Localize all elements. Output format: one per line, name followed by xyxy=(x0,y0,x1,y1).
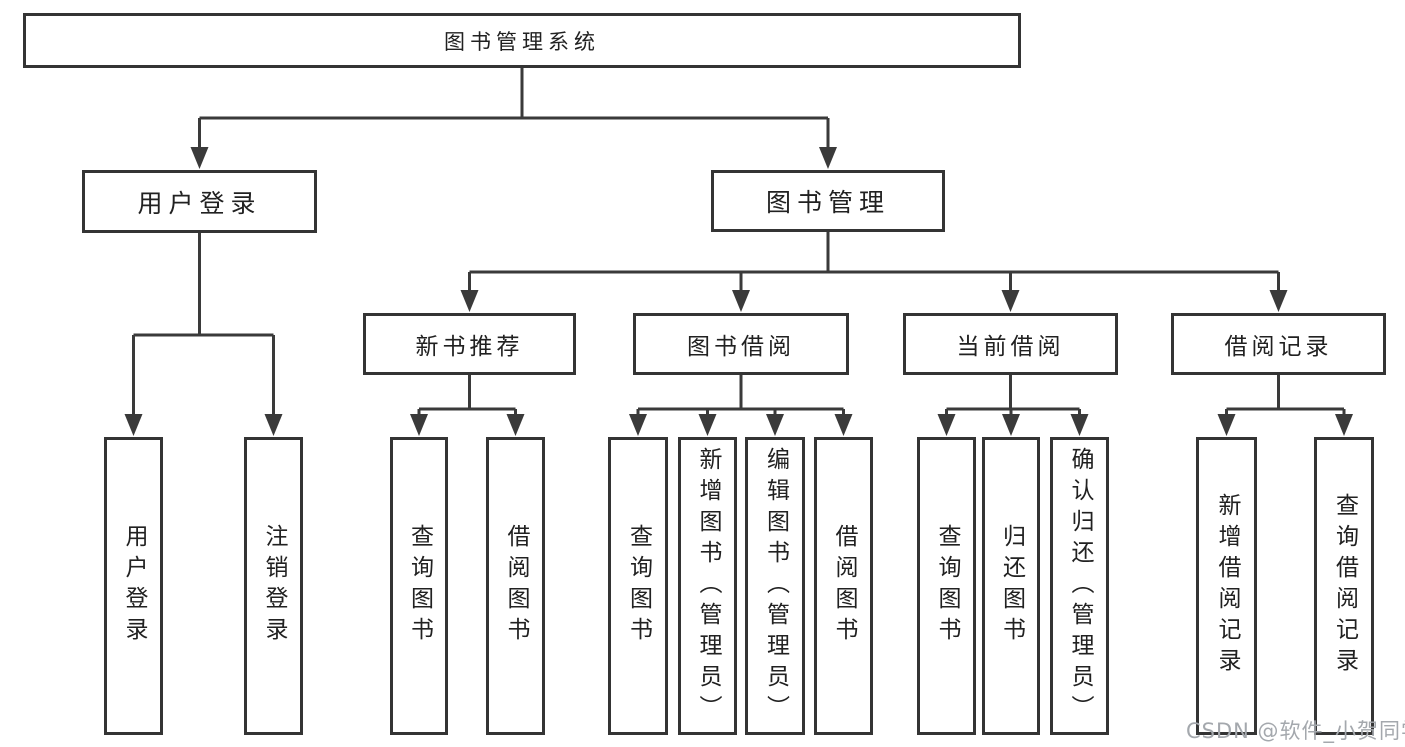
leaf-query-books-current: 查询图书 xyxy=(917,437,976,735)
leaf-logout-label: 注销登录 xyxy=(261,524,287,648)
leaf-add-books-admin-label: 新增图书（管理员） xyxy=(695,446,721,726)
leaf-query-borrow-record: 查询借阅记录 xyxy=(1314,437,1374,735)
node-new-book-recommend-label: 新书推荐 xyxy=(415,334,524,360)
leaf-logout: 注销登录 xyxy=(244,437,303,735)
edges-book-borrow-to-children xyxy=(629,375,853,436)
leaf-user-login: 用户登录 xyxy=(104,437,163,735)
node-book-borrow-label: 图书借阅 xyxy=(687,334,795,360)
edges-current-borrow-to-children xyxy=(937,375,1089,436)
leaf-return-books: 归还图书 xyxy=(982,437,1040,735)
node-user-login-label: 用户登录 xyxy=(137,188,262,218)
arrowhead-icon xyxy=(1002,414,1020,436)
node-current-borrow: 当前借阅 xyxy=(903,313,1118,375)
leaf-query-books-borrow: 查询图书 xyxy=(608,437,668,735)
edges-borrow-records-to-children xyxy=(1217,375,1353,436)
leaf-query-borrow-record-label: 查询借阅记录 xyxy=(1331,493,1358,679)
edges-book-mgmt-to-level3 xyxy=(460,232,1288,312)
node-root: 图书管理系统 xyxy=(23,13,1021,68)
leaf-borrow-books-label: 借阅图书 xyxy=(831,524,857,648)
node-book-management: 图书管理 xyxy=(711,170,945,232)
node-book-borrow: 图书借阅 xyxy=(633,313,849,375)
arrowhead-icon xyxy=(766,414,784,436)
arrowhead-icon xyxy=(124,414,143,436)
leaf-return-books-label: 归还图书 xyxy=(998,524,1025,648)
leaf-confirm-return-admin: 确认归还（管理员） xyxy=(1050,437,1109,735)
arrowhead-icon xyxy=(698,414,717,436)
node-book-management-label: 图书管理 xyxy=(765,188,890,217)
arrowhead-icon xyxy=(819,147,837,169)
arrowhead-icon xyxy=(1070,414,1089,436)
leaf-query-books-borrow-label: 查询图书 xyxy=(625,524,652,648)
leaf-confirm-return-admin-label: 确认归还（管理员） xyxy=(1067,446,1093,726)
arrowhead-icon xyxy=(834,414,853,436)
leaf-edit-books-admin: 编辑图书（管理员） xyxy=(745,437,805,735)
arrowhead-icon xyxy=(410,414,428,436)
edges-user-login-to-children xyxy=(124,233,283,436)
arrowhead-icon xyxy=(1269,290,1288,312)
leaf-borrow-books-recommend-label: 借阅图书 xyxy=(503,524,529,648)
leaf-edit-books-admin-label: 编辑图书（管理员） xyxy=(762,446,789,726)
arrowhead-icon xyxy=(629,414,647,436)
leaf-user-login-label: 用户登录 xyxy=(121,524,147,648)
leaf-add-books-admin: 新增图书（管理员） xyxy=(678,437,737,735)
arrowhead-icon xyxy=(1335,414,1353,436)
arrowhead-icon xyxy=(506,414,525,436)
leaf-borrow-books-recommend: 借阅图书 xyxy=(486,437,545,735)
arrowhead-icon xyxy=(264,414,283,436)
edges-new-book-rec-to-children xyxy=(410,375,525,436)
csdn-watermark: CSDN @软件_小贺同学 xyxy=(1186,719,1405,743)
node-current-borrow-label: 当前借阅 xyxy=(956,334,1065,360)
node-borrow-records: 借阅记录 xyxy=(1171,313,1386,375)
node-root-label: 图书管理系统 xyxy=(444,29,600,54)
leaf-query-books-recommend-label: 查询图书 xyxy=(406,524,433,648)
node-new-book-recommend: 新书推荐 xyxy=(363,313,576,375)
arrowhead-icon xyxy=(1001,290,1020,312)
leaf-borrow-books: 借阅图书 xyxy=(814,437,873,735)
node-user-login: 用户登录 xyxy=(82,170,317,233)
leaf-query-books-recommend: 查询图书 xyxy=(390,437,448,735)
arrowhead-icon xyxy=(1217,414,1236,436)
arrowhead-icon xyxy=(937,414,956,436)
arrowhead-icon xyxy=(460,290,479,312)
node-borrow-records-label: 借阅记录 xyxy=(1224,334,1333,360)
leaf-add-borrow-record: 新增借阅记录 xyxy=(1196,437,1257,735)
leaf-add-borrow-record-label: 新增借阅记录 xyxy=(1214,493,1240,679)
arrowhead-icon xyxy=(190,147,209,169)
arrowhead-icon xyxy=(732,290,750,312)
leaf-query-books-current-label: 查询图书 xyxy=(934,524,960,648)
edges-root-to-level2 xyxy=(190,68,837,169)
